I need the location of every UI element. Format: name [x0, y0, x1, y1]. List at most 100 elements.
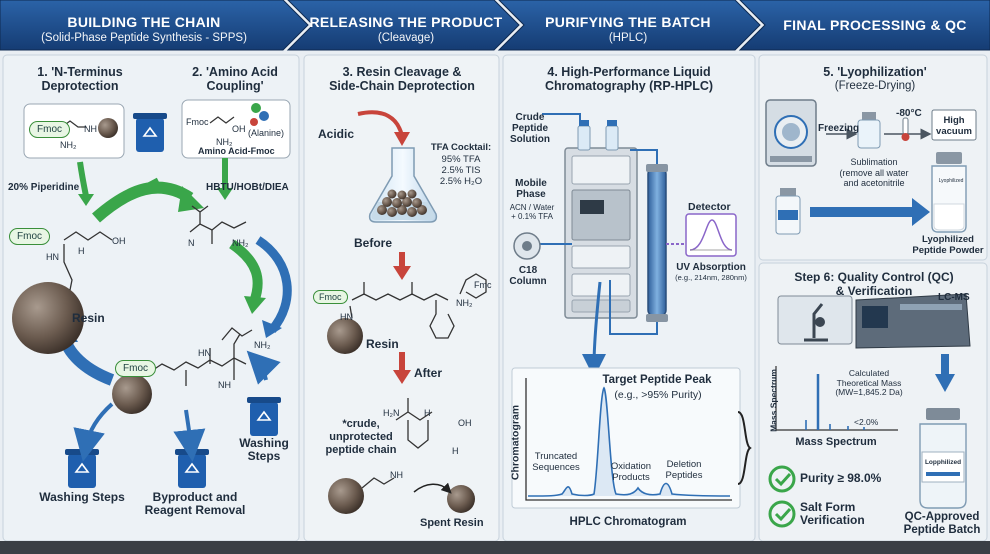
- high-vacuum-label: High vacuum: [936, 115, 972, 137]
- chem-hn: HN: [198, 348, 211, 358]
- temperature-label: -80°C: [896, 108, 922, 119]
- chem-nh2: NH₂: [232, 238, 249, 248]
- cocktail-title: TFA Cocktail:: [430, 142, 492, 153]
- resin-bead-crude: [328, 478, 364, 514]
- hplc-chromatogram: [511, 367, 741, 509]
- target-peak-label: Target Peptide Peak: [602, 374, 712, 386]
- c18-column-icon: [646, 164, 668, 322]
- chem-nh2: NH₂: [456, 298, 473, 308]
- washing-steps-right-label: Washing Steps: [239, 436, 289, 463]
- uv-absorption-label: UV Absorption: [676, 262, 746, 273]
- fmoc-tag: Fmoc: [9, 228, 50, 245]
- theoretical-mass-label: Calculated Theoretical Mass (MW=1,845.2 …: [835, 368, 903, 397]
- vacuum-icon: [931, 109, 977, 141]
- step-2-title: 2. 'Amino Acid Coupling': [192, 65, 278, 93]
- spent-resin-bead: [447, 485, 475, 513]
- mass-spectrum-ylabel: Mass Spectrum: [768, 369, 779, 432]
- sublimation-label: Sublimation (remove all water and aceton…: [839, 157, 909, 188]
- truncated-label: Truncated Sequences: [532, 451, 580, 473]
- step-3-title: 3. Resin Cleavage & Side-Chain Deprotect…: [329, 65, 475, 93]
- qc-batch-label: QC-Approved Peptide Batch: [903, 511, 981, 536]
- resin-label: Resin: [366, 337, 399, 351]
- mobile-phase-detail: ACN / Water + 0.1% TFA: [509, 203, 555, 221]
- alanine-label: (Alanine): [248, 128, 285, 138]
- before-label: Before: [354, 236, 393, 250]
- uv-detail-label: (e.g., 214nm, 280nm): [675, 273, 747, 282]
- check-icon: [768, 465, 796, 493]
- detector-icon: [685, 213, 737, 257]
- chem-nh: NH: [218, 380, 231, 390]
- freezing-label: Freezing: [818, 123, 860, 134]
- chem-hn: HN: [46, 252, 59, 262]
- microscope-icon: [777, 295, 853, 345]
- fmoc-tag: Fmoc: [29, 121, 70, 138]
- before-arrow: [393, 266, 411, 280]
- c18-column-label: C18 Column: [509, 265, 547, 287]
- lcms-instrument-icon: [855, 293, 971, 349]
- header-subtitle: (Solid-Phase Peptide Synthesis - SPPS): [41, 32, 247, 44]
- chem-oh: OH: [458, 418, 472, 428]
- recycle-bin-icon: [65, 449, 99, 488]
- chem-nh: NH: [84, 124, 97, 134]
- chromatogram-ylabel: Chromatogram: [509, 404, 522, 481]
- cocktail-water: 2.5% H₂O: [439, 176, 483, 187]
- chem-nh2: NH₂: [254, 340, 271, 350]
- oxidation-label: Oxidation Products: [610, 461, 652, 483]
- crude-peptide-label: *crude, unprotected peptide chain: [325, 418, 397, 456]
- powder-vial-label: Lyophilized: [938, 178, 964, 184]
- step-4-title: 4. High-Performance Liquid Chromatograph…: [544, 65, 714, 93]
- crude-solution-label: Crude Peptide Solution: [510, 112, 550, 145]
- header-subtitle: (Cleavage): [377, 32, 435, 44]
- chem-fmc: Fmc: [474, 280, 492, 290]
- deletion-label: Deletion Peptides: [665, 459, 703, 481]
- pump-icon: [513, 232, 541, 260]
- cocktail-tis: 2.5% TIS: [441, 165, 481, 176]
- chromatogram-xlabel: HPLC Chromatogram: [569, 516, 687, 528]
- recycle-bin-icon: [133, 113, 167, 152]
- chem-h: H: [452, 446, 459, 456]
- coupling-reagents-label: HBTU/HOBt/DIEA: [206, 182, 289, 193]
- chem-nh2: NH₂: [60, 140, 77, 150]
- cocktail-tfa: 95% TFA: [441, 154, 481, 165]
- chem-hn: HN: [340, 312, 353, 322]
- spent-arrow: [413, 482, 452, 494]
- salt-form-label: Salt Form Verification: [800, 500, 865, 527]
- mobile-phase-label: Mobile Phase: [515, 178, 547, 200]
- after-label: After: [414, 366, 443, 380]
- step-1-title: 1. 'N-Terminus Deprotection: [37, 65, 123, 93]
- header-subtitle: (HPLC): [608, 32, 648, 44]
- acidic-label: Acidic: [318, 127, 355, 141]
- chem-oh: OH: [232, 124, 246, 134]
- fmoc-tag: Fmoc: [313, 290, 348, 304]
- chem-fmoc-small: Fmoc: [186, 117, 209, 127]
- fmoc-tag: Fmoc: [115, 360, 156, 377]
- chem-oh: OH: [112, 236, 126, 246]
- lcms-label: LC-MS: [938, 292, 970, 303]
- spent-resin-label: Spent Resin: [420, 517, 484, 529]
- header-bar: [0, 0, 990, 51]
- chem-n: N: [188, 238, 195, 248]
- chromatogram-trace: [527, 386, 731, 497]
- acid-arrow: [357, 110, 404, 137]
- percentage-label: <2.0%: [854, 417, 879, 427]
- footer-bar: [0, 541, 990, 554]
- hplc-instrument: [564, 120, 638, 319]
- step-6-title: Step 6: Quality Control (QC) & Verificat…: [794, 270, 954, 298]
- thermometer-icon: [901, 117, 910, 141]
- recycle-bin-icon: [175, 449, 209, 488]
- peptide-chain-structure: [63, 205, 253, 386]
- resin-bead-before: [327, 318, 363, 354]
- chem-nh: NH: [390, 470, 403, 480]
- piperidine-label: 20% Piperidine: [8, 182, 80, 193]
- resin-bead-large: [12, 282, 84, 354]
- header-purifying-batch: PURIFYING THE BATCH (HPLC): [516, 14, 740, 44]
- mass-spectrum-plot: [775, 366, 898, 431]
- header-building-chain: BUILDING THE CHAIN (Solid-Phase Peptide …: [8, 14, 280, 44]
- target-purity-label: (e.g., >95% Purity): [614, 389, 702, 401]
- header-title: PURIFYING THE BATCH: [545, 14, 711, 30]
- washing-arrow: [255, 236, 292, 333]
- freeze-dryer-icon: [765, 99, 817, 167]
- detector-label: Detector: [688, 201, 731, 213]
